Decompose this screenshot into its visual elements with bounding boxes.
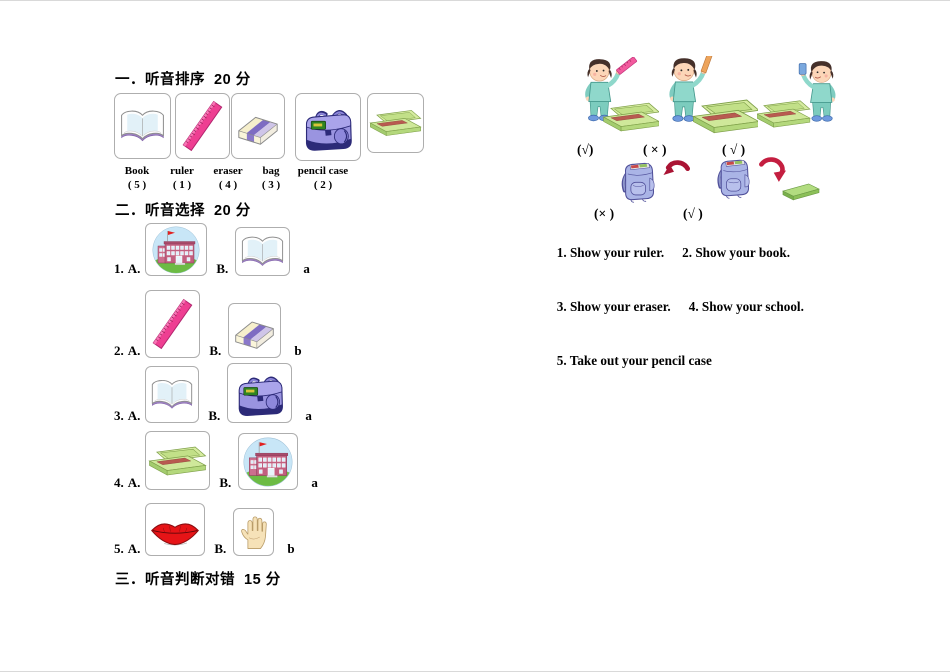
pencil-case-icon xyxy=(369,103,422,143)
item-order-answer: ( 4 ) xyxy=(218,179,238,191)
option-a-label: A. xyxy=(127,343,141,358)
scene-show-eraser-illustration xyxy=(757,59,847,137)
card-book xyxy=(114,93,171,159)
eraser-icon xyxy=(234,98,282,154)
card-bag xyxy=(295,93,361,161)
option-b-label: B. xyxy=(208,408,221,423)
book-icon xyxy=(117,97,168,155)
check-mark-1: (√) xyxy=(577,142,594,157)
option-a-label: A. xyxy=(127,541,141,556)
check-mark-2: ( × ) xyxy=(643,142,667,157)
section-1-title: 一．听音排序 20 分 xyxy=(115,72,251,88)
pencil-case-icon xyxy=(148,441,207,481)
check-mark-3: ( √ ) xyxy=(722,142,746,157)
section-3-title: 三．听音判断对错 15 分 xyxy=(115,572,281,588)
answer-book: Book ( 5 ) xyxy=(112,164,162,192)
scene-show-pencil-illustration xyxy=(659,56,758,138)
section-2-title: 二．听音选择 20 分 xyxy=(115,203,251,219)
answer-eraser: eraser ( 4 ) xyxy=(201,164,255,192)
bag-icon xyxy=(232,367,288,419)
answer-ruler: ruler ( 1 ) xyxy=(157,164,207,192)
item-order-answer: ( 3 ) xyxy=(261,179,281,191)
scene-show-ruler-illustration xyxy=(575,57,659,137)
item-label: ruler xyxy=(170,165,194,177)
card-eraser xyxy=(231,93,285,159)
item-order-answer: ( 2 ) xyxy=(313,179,333,191)
option-b-image-box xyxy=(233,508,275,556)
option-a-label: A. xyxy=(127,408,141,423)
option-b-image-box xyxy=(228,303,282,358)
check-mark-4: (× ) xyxy=(594,206,615,221)
option-b-label: B. xyxy=(219,475,232,490)
item-label: Book xyxy=(124,165,150,177)
question-number: 2. xyxy=(114,343,124,358)
item-order-answer: ( 1 ) xyxy=(172,179,192,191)
backpack-take-out-illustration xyxy=(712,154,820,203)
option-b-label: B. xyxy=(216,261,229,276)
item-label: pencil case xyxy=(297,165,349,177)
section-1-card-row xyxy=(114,93,424,161)
option-a-image-box xyxy=(145,431,211,490)
answer-letter: b xyxy=(287,541,295,556)
option-a-image-box xyxy=(145,290,201,358)
answer-letter: a xyxy=(311,475,318,490)
answer-letter: b xyxy=(294,343,302,358)
school-icon xyxy=(151,225,201,275)
option-a-image-box xyxy=(145,223,208,276)
question-number: 4. xyxy=(114,475,124,490)
option-b-label: B. xyxy=(214,541,227,556)
question-row-3: 3. A. B. a xyxy=(114,361,312,423)
card-pencil-case xyxy=(367,93,424,153)
book-icon xyxy=(148,372,196,417)
item-label: bag xyxy=(262,165,280,177)
option-a-image-box xyxy=(145,503,206,556)
check-mark-5: (√ ) xyxy=(683,206,703,221)
bag-icon xyxy=(299,98,357,156)
question-number: 3. xyxy=(114,408,124,423)
audio-script: 1. Show your ruler.2. Show your book. 3.… xyxy=(537,226,804,388)
item-label: eraser xyxy=(213,165,243,177)
question-row-1: 1. A. B. a xyxy=(114,219,310,276)
question-number: 1. xyxy=(114,261,124,276)
option-b-image-box xyxy=(235,227,291,276)
option-a-label: A. xyxy=(127,261,141,276)
answer-bag: bag ( 3 ) xyxy=(246,164,296,192)
answer-pencil-case: pencil case ( 2 ) xyxy=(291,164,355,192)
school-icon xyxy=(242,436,294,488)
answer-letter: a xyxy=(305,408,312,423)
ruler-icon xyxy=(178,97,227,155)
eraser-icon xyxy=(231,306,278,355)
audio-script-line-1: 1. Show your ruler.2. Show your book. xyxy=(556,245,790,260)
card-ruler xyxy=(175,93,230,159)
backpack-put-in-illustration xyxy=(613,156,705,206)
item-order-answer: ( 5 ) xyxy=(127,179,147,191)
option-a-image-box xyxy=(145,366,200,423)
option-b-label: B. xyxy=(209,343,222,358)
question-row-5: 5. A. B. b xyxy=(114,499,295,556)
option-b-image-box xyxy=(238,433,299,490)
answer-letter: a xyxy=(303,261,310,276)
question-row-2: 2. A. B. b xyxy=(114,288,302,358)
question-row-4: 4. A. B. a xyxy=(114,428,318,490)
book-icon xyxy=(238,230,287,273)
hand-icon xyxy=(236,511,272,553)
ruler-icon xyxy=(148,293,197,355)
audio-script-line-2: 3. Show your eraser.4. Show your school. xyxy=(556,299,804,314)
audio-script-line-3: 5. Take out your pencil case xyxy=(556,353,712,368)
option-b-image-box xyxy=(227,363,293,423)
mouth-icon xyxy=(148,511,202,549)
option-a-label: A. xyxy=(127,475,141,490)
question-number: 5. xyxy=(114,541,124,556)
